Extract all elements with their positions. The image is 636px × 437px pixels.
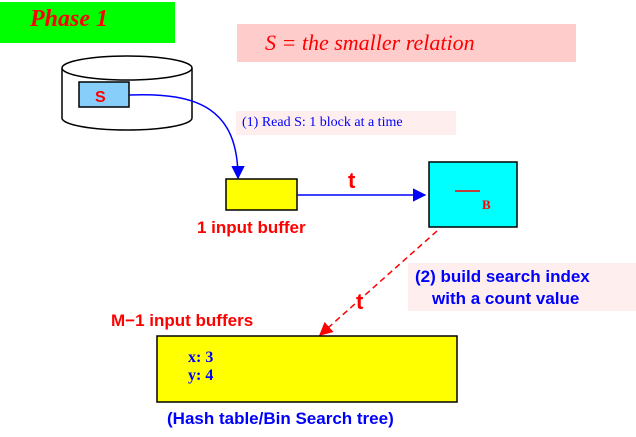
input-buffer-label: 1 input buffer bbox=[197, 218, 306, 237]
target-box bbox=[428, 161, 518, 228]
memory-entry: y: 4 bbox=[188, 367, 214, 384]
build-step-line-2: with a count value bbox=[432, 289, 580, 308]
build-arrow bbox=[318, 230, 438, 336]
input-buffer bbox=[225, 178, 298, 211]
structure-label: (Hash table/Bin Search tree) bbox=[167, 409, 394, 428]
read-step-label: (1) Read S: 1 block at a time bbox=[242, 115, 403, 130]
memory-buffers bbox=[156, 335, 458, 403]
build-transfer-label: t bbox=[356, 289, 364, 314]
memory-entry: x: 3 bbox=[188, 349, 214, 366]
memory-label: M−1 input buffers bbox=[111, 311, 254, 330]
build-step-line-1: (2) build search index bbox=[415, 267, 590, 286]
disk-block-label: S bbox=[95, 89, 106, 106]
build-step-banner bbox=[408, 263, 636, 311]
read-arrow bbox=[128, 93, 245, 180]
relation-note: S = the smaller relation bbox=[265, 30, 475, 55]
relation-note-banner bbox=[237, 24, 576, 62]
read-step-banner bbox=[236, 111, 456, 135]
phase-banner bbox=[0, 2, 175, 43]
target-box-label: B bbox=[482, 197, 491, 212]
phase-label: Phase 1 bbox=[30, 6, 108, 32]
disk-block-s bbox=[78, 81, 130, 108]
transfer-label: t bbox=[348, 168, 356, 193]
